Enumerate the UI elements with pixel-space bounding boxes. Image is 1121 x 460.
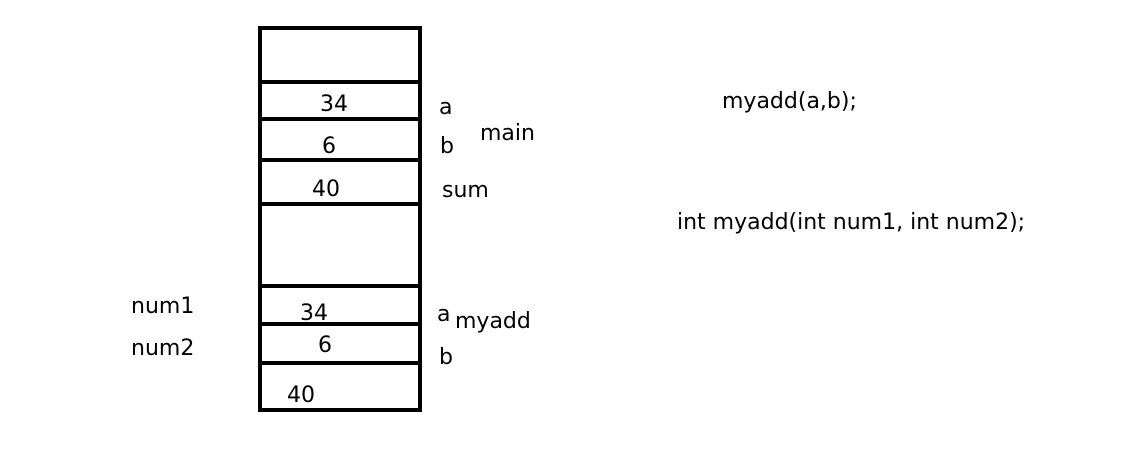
- code-declaration: int myadd(int num1, int num2);: [677, 210, 1026, 235]
- stack-outline: [258, 26, 422, 412]
- stack-divider: [258, 361, 422, 365]
- code-call: myadd(a,b);: [722, 89, 857, 114]
- stack-divider: [258, 80, 422, 84]
- label-num1: num1: [131, 294, 195, 319]
- label-myadd-b: b: [439, 345, 453, 370]
- stack-diagram: 34 6 40 34 6 40: [258, 26, 422, 412]
- cell-main-a-value: 34: [320, 92, 348, 117]
- cell-myadd-a-value: 34: [300, 301, 328, 326]
- stack-divider: [258, 284, 422, 288]
- label-main-a: a: [439, 95, 453, 120]
- label-myadd-a: a: [437, 302, 451, 327]
- stack-divider: [258, 202, 422, 206]
- label-main-b: b: [440, 134, 454, 159]
- label-main-sum: sum: [442, 178, 489, 203]
- cell-myadd-b-value: 6: [318, 333, 332, 358]
- cell-main-b-value: 6: [322, 134, 336, 159]
- cell-myadd-result-value: 40: [287, 383, 315, 408]
- stack-divider: [258, 322, 422, 326]
- label-num2: num2: [131, 336, 195, 361]
- stack-divider: [258, 158, 422, 162]
- label-myadd-frame: myadd: [455, 309, 531, 334]
- stack-divider: [258, 117, 422, 121]
- label-main-frame: main: [480, 121, 535, 146]
- cell-main-sum-value: 40: [312, 177, 340, 202]
